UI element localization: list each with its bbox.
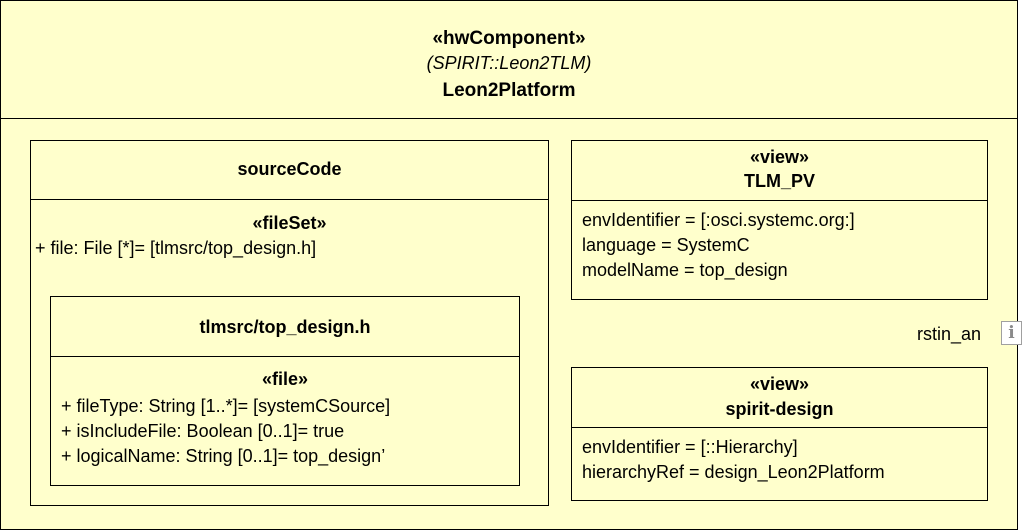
view-tlm-pv-divider	[572, 200, 987, 201]
file-header-divider	[51, 356, 519, 357]
view-spirit-design-divider	[572, 427, 987, 428]
source-code-header-divider	[31, 199, 548, 200]
component-stereotype: «hwComponent»	[432, 28, 586, 49]
file-attribute-filetype: + fileType: String [1..*]= [systemCSourc…	[61, 396, 391, 416]
fileset-stereotype: «fileSet»	[252, 213, 327, 233]
port-label: rstin_an	[917, 324, 982, 344]
view-spirit-design-stereotype: «view»	[749, 374, 810, 394]
view-spirit-design-name: spirit-design	[725, 399, 834, 419]
component-type: (SPIRIT::Leon2TLM)	[426, 53, 592, 73]
file-name: tlmsrc/top_design.h	[199, 317, 371, 337]
file-attribute-logicalname: + logicalName: String [0..1]= top_design…	[61, 446, 386, 466]
view-spirit-design-envidentifier: envIdentifier = [::Hierarchy]	[582, 437, 798, 457]
view-tlm-pv-name: TLM_PV	[743, 171, 815, 191]
component-name: Leon2Platform	[442, 80, 576, 101]
source-code-box[interactable]: sourceCode «fileSet» + file: File [*]= […	[30, 140, 549, 506]
view-tlm-pv-modelname: modelName = top_design	[582, 260, 788, 280]
component-header-divider	[1, 118, 1017, 119]
view-tlm-pv-stereotype: «view»	[749, 147, 810, 167]
info-icon[interactable]: i	[1001, 321, 1022, 345]
view-spirit-design-hierarchyref: hierarchyRef = design_Leon2Platform	[582, 462, 885, 482]
view-tlm-pv-envidentifier: envIdentifier = [:osci.systemc.org:]	[582, 210, 855, 230]
file-box[interactable]: tlmsrc/top_design.h «file» + fileType: S…	[50, 296, 520, 486]
view-tlm-pv-language: language = SystemC	[582, 235, 750, 255]
view-tlm-pv-box[interactable]: «view» TLM_PV envIdentifier = [:osci.sys…	[571, 140, 988, 300]
source-code-name: sourceCode	[237, 159, 342, 179]
file-attribute-isincludefile: + isIncludeFile: Boolean [0..1]= true	[61, 421, 345, 441]
fileset-attribute: + file: File [*]= [tlmsrc/top_design.h]	[35, 238, 317, 258]
file-stereotype: «file»	[261, 369, 309, 389]
view-spirit-design-box[interactable]: «view» spirit-design envIdentifier = [::…	[571, 367, 988, 501]
